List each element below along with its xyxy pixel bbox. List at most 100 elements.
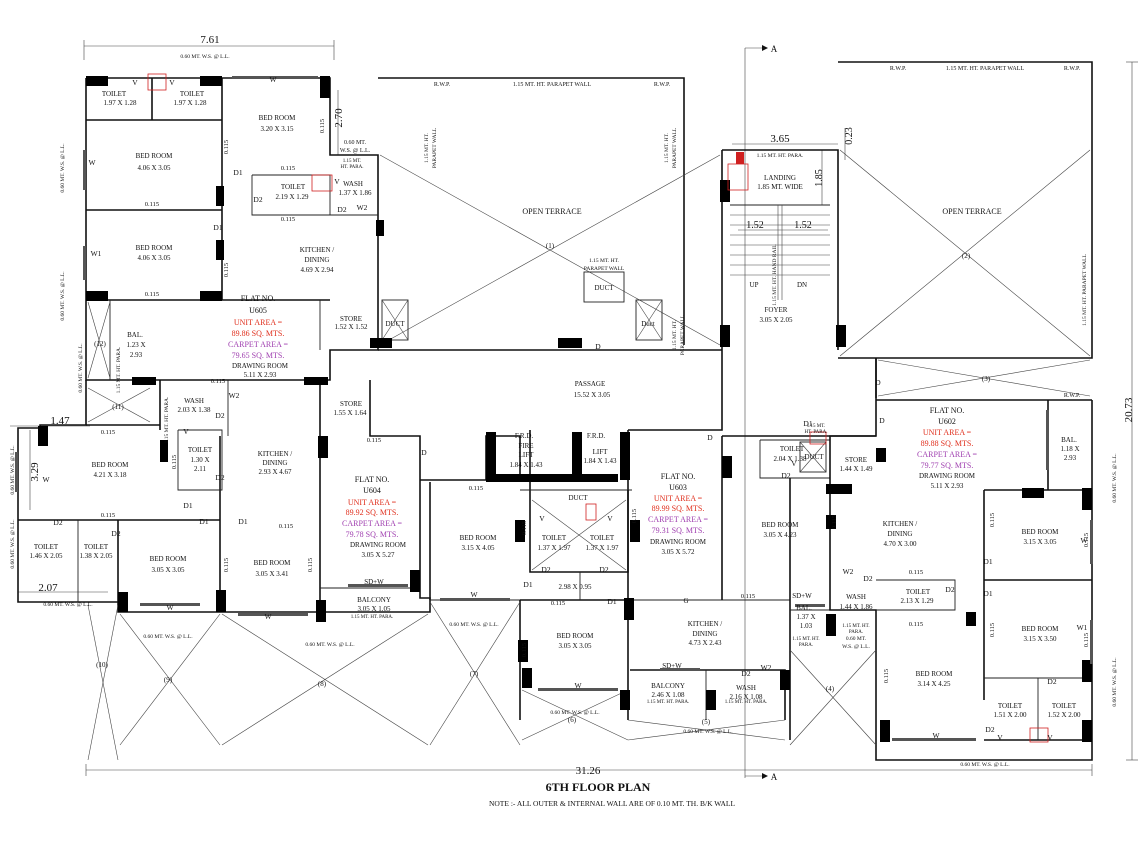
room-19-name: 2.93 X 4.67: [258, 468, 292, 476]
room-22-size: 3.05 X 3.05: [151, 566, 185, 574]
tag-d2-j: D2: [781, 471, 790, 480]
flat-u603-label: FLAT NO.: [661, 472, 696, 481]
tag-v-d: V: [183, 427, 189, 436]
thk-24: 0.115: [831, 515, 838, 529]
room-24-name: DRAWING ROOM: [350, 541, 407, 549]
room-10-size: 1.23 X: [126, 341, 145, 349]
tag-d2-i: D2: [741, 669, 750, 678]
duct-terrace: DUCT: [594, 284, 614, 292]
room-13-size: 2.03 X 1.38: [177, 406, 211, 414]
section-mark-top: A: [771, 44, 778, 54]
mark-5: (5): [702, 718, 711, 726]
mark-9: (9): [164, 676, 173, 684]
tag-d-c: D: [707, 433, 713, 442]
dim-0-23: 0.23: [844, 127, 855, 145]
stair-dn: DN: [797, 281, 807, 289]
room-40-size: 1.44 X 1.86: [839, 603, 873, 611]
para-left-2: 1.15 MT. HT. PARA.: [164, 396, 170, 443]
room-47-size: 2.13 X 1.29: [900, 597, 934, 605]
tag-v-c: V: [169, 78, 175, 87]
tag-w-d: W: [166, 603, 174, 612]
room-50-size: 1.51 X 2.00: [993, 711, 1027, 719]
tag-d1-f: D1: [523, 580, 532, 589]
flat-u604-label: FLAT NO.: [355, 475, 390, 484]
room-53-size: 3.05 X 2.05: [759, 316, 793, 324]
room-57-name: F.R.D.: [587, 432, 606, 440]
room-51-size: 1.52 X 2.00: [1047, 711, 1081, 719]
ws-right-2: 0.60 MT. W.S. @ L.L.: [1112, 657, 1118, 707]
flat-u604-carpet: CARPET AREA =: [342, 519, 402, 528]
duct-center: DUCT: [568, 494, 588, 502]
parapet-top-2: 1.15 MT. HT. PARAPET WALL: [946, 66, 1025, 72]
thk-12: 0.115: [741, 593, 755, 600]
tag-v-a: V: [334, 177, 340, 186]
flat-u605-carpet: CARPET AREA =: [228, 340, 288, 349]
tag-v-b: V: [132, 78, 138, 87]
fire-lift-line-1: FIRE: [518, 442, 533, 450]
flat-u603-carpet-val: 79.31 SQ. MTS.: [652, 526, 705, 535]
flat-u603-unit: UNIT AREA =: [654, 494, 703, 503]
tag-d2-h: D2: [599, 565, 608, 574]
thk-19: 0.115: [223, 558, 230, 572]
thk-6: 0.115: [101, 429, 115, 436]
thk-4: 0.115: [281, 216, 295, 223]
plan-title: 6TH FLOOR PLAN: [546, 780, 651, 794]
room-44-name: BAL.: [1061, 436, 1077, 444]
ws-left-2: 0.60 MT. W.S. @ L.L.: [60, 271, 66, 321]
room-11-name: 2.93: [130, 351, 143, 359]
duct-right: DUCT: [804, 453, 824, 461]
tag-d1-a: D1: [233, 168, 242, 177]
room-56-name: F.R.D.: [515, 432, 534, 440]
flat-u602-label: FLAT NO.: [930, 406, 965, 415]
tag-w-i: W: [932, 731, 940, 740]
tag-w1-b: W1: [1077, 623, 1088, 632]
room-31-size: DINING: [693, 630, 718, 638]
room-44-size: 1.18 X: [1060, 445, 1079, 453]
tag-d1-c: D1: [183, 501, 192, 510]
pp-right-b: PARAPET WALL: [672, 127, 678, 168]
room-25-name: BALCONY: [357, 596, 391, 604]
room-52-name: LANDING: [764, 174, 796, 182]
room-12-size: 5.11 X 2.93: [244, 371, 277, 379]
room-30-name: BED ROOM: [557, 632, 595, 640]
thk-22: 0.115: [631, 509, 638, 523]
ws-bottom-2: 0.60 MT. W.S. @ L.L.: [305, 642, 355, 648]
tag-d-e: D: [875, 378, 881, 387]
room-12-name: DRAWING ROOM: [232, 362, 289, 370]
room-9-name: STORE: [340, 315, 362, 323]
room-3-size: 4.06 X 3.05: [137, 164, 171, 172]
tag-v-e: V: [539, 514, 545, 523]
thk-7: 0.115: [101, 512, 115, 519]
flat-u605-label: FLAT NO.: [241, 294, 276, 303]
tag-d1-b: D1: [213, 223, 222, 232]
dim-top-left: 7.61: [200, 34, 219, 46]
rwp-4: R.W.P.: [1064, 66, 1081, 72]
room-41-name: KITCHEN /: [883, 520, 917, 528]
room-51-name: TOILET: [1052, 702, 1077, 710]
rwp-5: R.W.P.: [1064, 393, 1081, 399]
room-31-name: KITCHEN /: [688, 620, 722, 628]
dim-1-85: 1.85: [814, 169, 825, 187]
room-15-name: TOILET: [188, 446, 213, 454]
room-8-name: 4.69 X 2.94: [300, 266, 334, 274]
thk-17: 0.115: [223, 263, 230, 277]
pp-center-a: 1.15 MT. HT.: [589, 258, 620, 264]
flat-u602-carpet: CARPET AREA =: [917, 450, 977, 459]
dim-2-07: 2.07: [38, 582, 58, 594]
thk-2: 0.115: [145, 291, 159, 298]
tag-d-d: D: [879, 416, 885, 425]
ws-left-4: 0.60 MT. W.S. @ L.L.: [10, 445, 16, 495]
room-36-size: 3.05 X 4.23: [763, 531, 797, 539]
room-26-size: 3.15 X 4.05: [461, 544, 495, 552]
pp-right-edge: 1.15 MT. HT. PARAPET WALL: [1082, 254, 1088, 326]
mark-10: (10): [96, 661, 108, 669]
thk-16: 0.115: [319, 119, 326, 133]
flat-u603-unit-val: 89.99 SQ. MTS.: [652, 504, 705, 513]
room-7-size: DINING: [305, 256, 330, 264]
ws-bottom-5: 0.60 MT. W.S. @ L.L.: [683, 729, 733, 735]
thk-28: 0.115: [1083, 533, 1090, 547]
tag-d2-m: D2: [1047, 677, 1056, 686]
room-46-name: BED ROOM: [1022, 528, 1060, 536]
flat-u602-unit-val: 89.88 SQ. MTS.: [921, 439, 974, 448]
